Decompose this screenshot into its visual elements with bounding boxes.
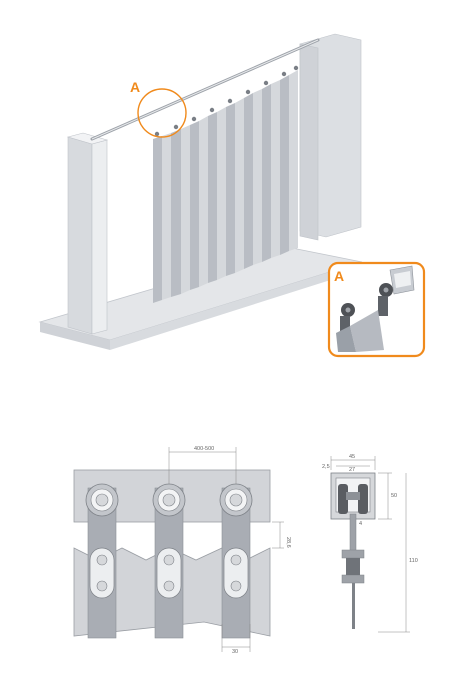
dim-height-label: 50 xyxy=(391,493,397,499)
dim-gap-label: 4 xyxy=(359,521,362,527)
front-view-drawing: 400-500 28,6 30 xyxy=(73,446,291,655)
dim-top-label: 45 xyxy=(349,454,355,460)
left-wall-face xyxy=(67,136,93,335)
slot-3 xyxy=(223,547,249,599)
dimension-offset xyxy=(272,521,284,549)
isometric-scene: A xyxy=(38,33,363,350)
floor-slab-edge-right xyxy=(110,262,362,350)
left-wall-side xyxy=(91,139,108,335)
slot-2 xyxy=(156,547,182,599)
roller-3-icon xyxy=(219,483,253,517)
dim-width-label: 400-500 xyxy=(194,446,214,452)
right-wall-front xyxy=(299,43,319,241)
side-wheel-left-icon xyxy=(338,484,348,514)
floor-slab-edge xyxy=(40,322,110,350)
dimension-width xyxy=(168,447,237,484)
slot-1 xyxy=(89,547,115,599)
dimension-bottom xyxy=(221,624,251,652)
dim-bottom-label: 30 xyxy=(232,649,238,655)
dim-offset-label: 28,6 xyxy=(285,537,291,548)
panel-hangers xyxy=(154,65,299,137)
vertical-panels xyxy=(153,70,298,303)
roller-1-icon xyxy=(85,483,119,517)
detail-a-box: A xyxy=(327,261,426,358)
detail-label: A xyxy=(334,268,344,284)
side-view-drawing: 45 2,5 27 50 4 110 xyxy=(322,454,418,633)
dim-inner-label: 27 xyxy=(349,467,355,473)
dim-left-label: 2,5 xyxy=(322,464,330,470)
roller-2-icon xyxy=(152,483,186,517)
callout-label: A xyxy=(130,79,140,95)
dim-total-label: 110 xyxy=(409,558,418,564)
detail-callout-circle xyxy=(137,88,187,138)
left-wall-top xyxy=(66,132,109,145)
side-wheel-right-icon xyxy=(358,484,368,514)
